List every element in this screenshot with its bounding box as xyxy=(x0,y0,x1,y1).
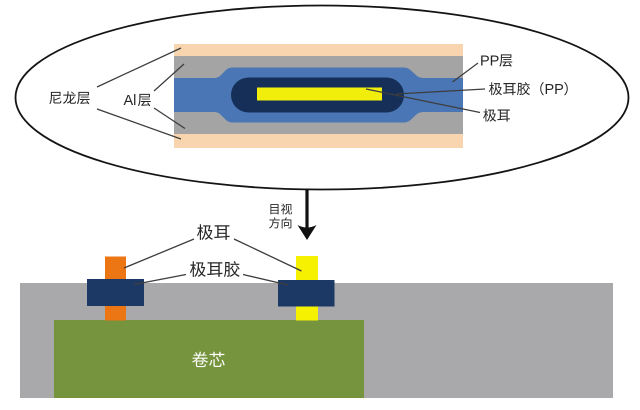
svg-text:PP: PP xyxy=(480,54,499,70)
svg-text:PP: PP xyxy=(545,82,564,98)
svg-text:Al: Al xyxy=(124,93,137,109)
